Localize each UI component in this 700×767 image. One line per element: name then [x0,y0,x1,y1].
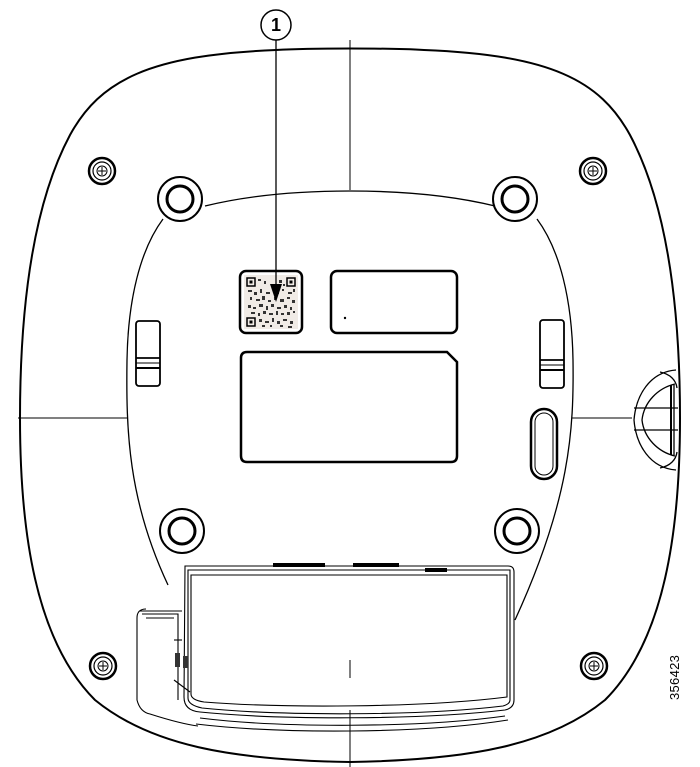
large-label [239,350,459,464]
screw-icon [87,156,117,186]
inner-plate-right [514,218,574,621]
mounting-boss-bottom-right [494,508,540,554]
product-label [329,269,459,335]
callout-1: 1 [260,9,292,302]
inner-plate-left [126,218,169,586]
qr-code-label [238,269,304,335]
mounting-boss-top-left [157,176,203,222]
cable-hinge-door [136,608,199,727]
inner-plate-outline [204,190,496,207]
mounting-slot-left [135,320,161,387]
figure-number: 356423 [667,654,682,700]
mounting-boss-top-right [492,176,538,222]
mounting-slot-right [539,319,565,389]
oval-slot [529,407,559,481]
screw-icon [579,651,609,681]
callout-number: 1 [271,15,281,35]
outer-body-outline [18,47,682,764]
screw-icon [578,156,608,186]
arrow-head-icon [270,284,282,302]
cable-compartment-cover [183,563,515,732]
screw-icon [88,651,118,681]
security-slot-connector [633,369,678,471]
centerlines [18,40,632,767]
mounting-boss-bottom-left [159,508,205,554]
